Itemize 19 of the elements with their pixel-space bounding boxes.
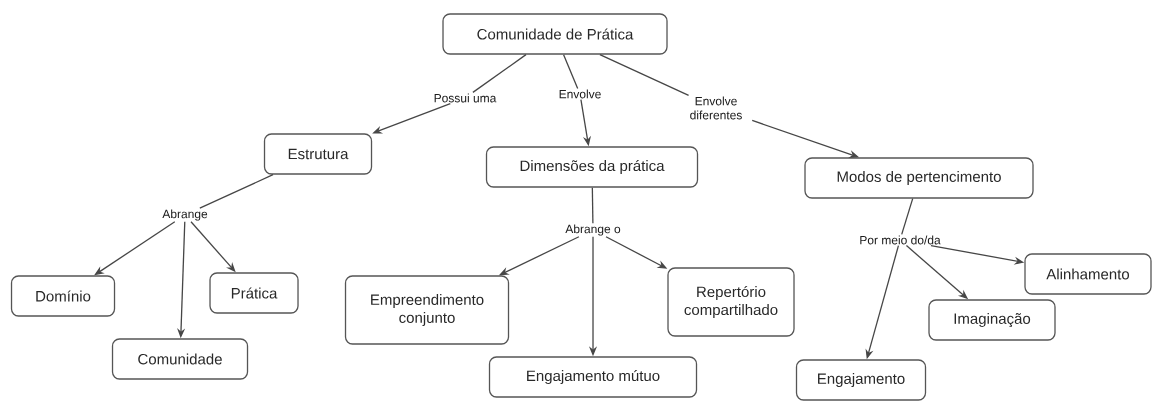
concept-box: Domínio bbox=[10, 275, 116, 317]
concept-box: Engajamento bbox=[795, 359, 927, 401]
concept-box: Engajamento mútuo bbox=[488, 356, 698, 398]
concept-box: Estrutura bbox=[263, 133, 373, 175]
linking-phrase: Abrange o bbox=[564, 223, 622, 237]
concept-box: Alinhamento bbox=[1024, 253, 1152, 295]
concept-box: Comunidade bbox=[111, 338, 249, 380]
concept-box: Modos de pertencimento bbox=[804, 157, 1034, 199]
concept-box: Repertório compartilhado bbox=[667, 267, 795, 337]
linking-phrase: Envolve bbox=[557, 88, 603, 100]
linking-phrase: Possui uma bbox=[432, 92, 498, 104]
concept-box: Prática bbox=[209, 272, 299, 314]
concept-box: Empreendimento conjunto bbox=[344, 275, 510, 345]
concept-box: Dimensões da prática bbox=[485, 146, 699, 188]
linking-phrase: Envolve diferentes bbox=[680, 95, 752, 121]
linking-phrase: Por meio do/da bbox=[858, 234, 942, 246]
concept-box: Imaginação bbox=[928, 299, 1056, 341]
concept-box: Comunidade de Prática bbox=[442, 13, 668, 55]
linking-phrase: Abrange bbox=[161, 208, 209, 222]
